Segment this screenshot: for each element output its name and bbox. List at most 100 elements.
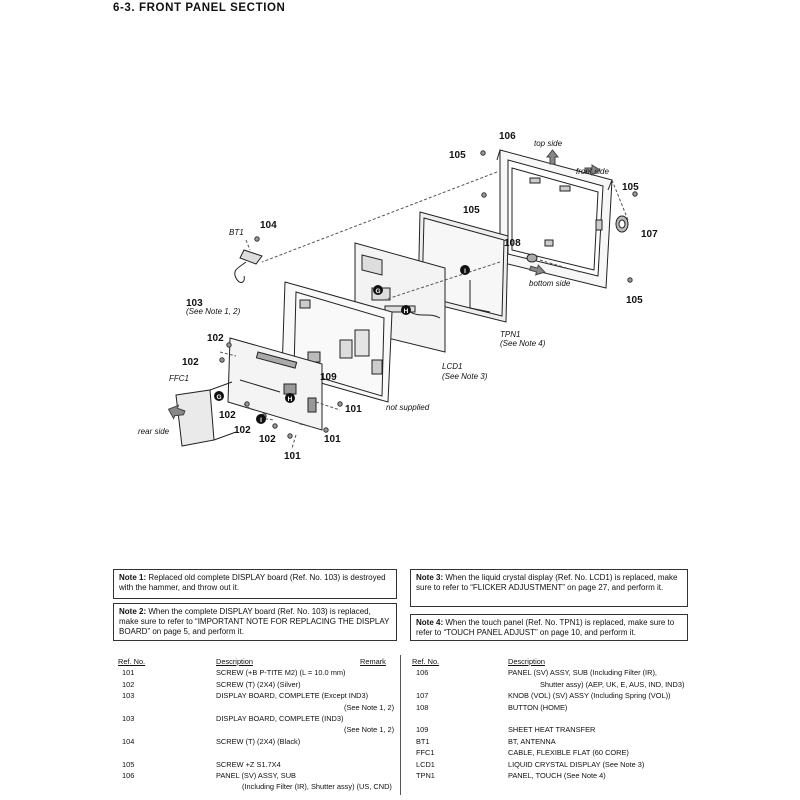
parts-desc: BUTTON (HOME) [508,702,568,712]
parts-row: 108 BUTTON (HOME) [412,702,690,713]
label-rear-side: rear side [138,427,170,436]
parts-desc: PANEL (SV) ASSY, SUB [216,770,296,780]
parts-row: LCD1 LIQUID CRYSTAL DISPLAY (See Note 3) [412,759,690,770]
parts-ref: TPN1 [416,770,435,780]
label-lcd1: LCD1 [442,362,462,371]
marker-i-board: I [260,417,262,424]
marker-h-lcd: H [404,308,409,315]
parts-desc: PANEL (SV) ASSY, SUB (Including Filter (… [508,668,657,678]
callout-101-c: 101 [284,451,301,462]
callout-102-c: 102 [219,410,236,421]
callout-101-b: 101 [324,434,341,445]
header-ref: Ref. No. [118,657,146,666]
parts-desc: DISPLAY BOARD, COMPLETE (Except IND3) [216,691,369,701]
ffc1-cable [175,381,237,447]
parts-row: 105 SCREW +Z S1.7X4 [118,759,390,770]
note-1-text: Replaced old complete DISPLAY board (Ref… [119,573,386,592]
header-ref: Ref. No. [412,657,440,666]
parts-row: 103 DISPLAY BOARD, COMPLETE (IND3) [118,713,390,724]
bt1-antenna [234,249,263,283]
front-panel-frame-106 [496,149,613,289]
callout-103: 103 [186,298,203,309]
parts-desc: DISPLAY BOARD, COMPLETE (IND3) [216,713,344,723]
parts-desc: BT, ANTENNA [508,736,556,746]
parts-row: TPN1 PANEL, TOUCH (See Note 4) [412,770,690,781]
parts-ref: 106 [122,770,135,780]
parts-ref: 108 [416,702,429,712]
parts-ref: LCD1 [416,759,435,769]
callout-108: 108 [504,238,521,249]
callout-106: 106 [499,131,516,142]
parts-desc: LIQUID CRYSTAL DISPLAY (See Note 3) [508,759,645,769]
parts-row: BT1 BT, ANTENNA [412,736,690,747]
marker-i-tpn: I [464,268,466,275]
note-1-box: Note 1: Replaced old complete DISPLAY bo… [113,569,397,599]
header-description: Description [508,657,545,666]
parts-desc: SCREW +Z S1.7X4 [216,759,281,769]
parts-ref: FFC1 [416,748,435,758]
note-1-tag: Note 1: [119,573,147,582]
note-4-box: Note 4: When the touch panel (Ref. No. T… [410,614,688,641]
note-4-text: When the touch panel (Ref. No. TPN1) is … [416,618,675,637]
parts-desc: PANEL, TOUCH (See Note 4) [508,770,606,780]
marker-g-lcd: G [375,288,380,295]
parts-row: FFC1 CABLE, FLEXIBLE FLAT (60 CORE) [412,747,690,758]
label-top-side: top side [534,139,563,148]
orientation-arrows [167,149,601,420]
knob-107 [615,215,629,233]
callout-105-mid: 105 [463,205,480,216]
button-108 [526,253,538,263]
note-4-tag: Note 4: [416,618,444,627]
screws [219,150,638,439]
note-3-tag: Note 3: [416,573,444,582]
parts-list-divider [400,655,401,795]
parts-ref: 103 [122,691,135,701]
parts-row-sub: (See Note 1, 2) [118,724,394,735]
parts-ref: 103 [122,713,135,723]
label-bottom-side: bottom side [529,279,571,288]
spacer [118,747,390,758]
callout-105-right: 105 [622,182,639,193]
exploded-view-diagram: G H I G H I 106 105 105 105 105 107 108 … [138,131,658,462]
callout-102-d: 102 [234,425,251,436]
note-3-text: When the liquid crystal display (Ref. No… [416,573,678,592]
callout-101-a: 101 [345,404,362,415]
label-bt1: BT1 [229,228,244,237]
label-see-note-4: (See Note 4) [500,339,546,348]
callout-109: 109 [320,372,337,383]
label-see-note-1-2: (See Note 1, 2) [186,307,241,316]
marker-h-board: H [288,396,293,403]
callout-102-a: 102 [207,333,224,344]
parts-row: 106 PANEL (SV) ASSY, SUB (Including Filte… [412,667,690,678]
marker-g-ffc: G [216,394,221,401]
callout-102-e: 102 [259,434,276,445]
parts-ref: 105 [122,759,135,769]
parts-ref: 106 [416,668,429,678]
parts-sub: (Including Filter (IR), Shutter assy) (U… [242,782,392,792]
callout-104: 104 [260,220,277,231]
parts-list-header-left: Ref. No. Description Remark [118,656,390,667]
note-2-text: When the complete DISPLAY board (Ref. No… [119,607,390,636]
parts-row: 106 PANEL (SV) ASSY, SUB [118,770,390,781]
parts-ref: 109 [416,725,429,735]
parts-list-right: Ref. No. Description 106 PANEL (SV) ASSY,… [412,656,690,781]
parts-list-header-right: Ref. No. Description [412,656,690,667]
callout-105-bottom: 105 [626,295,643,306]
parts-ref: 104 [122,736,135,746]
parts-desc: SCREW (T) (2X4) (Silver) [216,679,301,689]
parts-ref: 101 [122,668,135,678]
header-description: Description [216,657,253,666]
parts-row-sub: (See Note 1, 2) [118,702,394,713]
parts-sub: Shutter assy) (AEP, UK, E, AUS, IND, IND… [540,679,685,689]
label-front-side: front side [576,167,609,176]
parts-ref: 107 [416,691,429,701]
parts-row-sub: Shutter assy) (AEP, UK, E, AUS, IND, IND… [412,679,690,690]
parts-desc: CABLE, FLEXIBLE FLAT (60 CORE) [508,748,629,758]
callout-107: 107 [641,229,658,240]
note-2-tag: Note 2: [119,607,147,616]
parts-sub: (See Note 1, 2) [344,702,395,712]
parts-ref: BT1 [416,736,430,746]
